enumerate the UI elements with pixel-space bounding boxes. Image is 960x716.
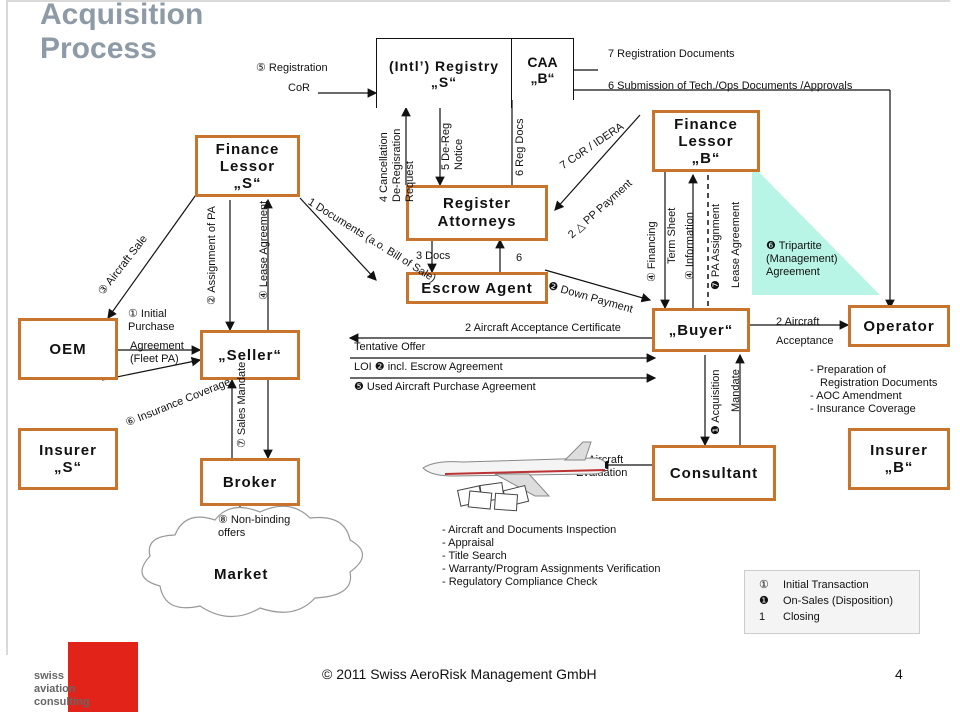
page-title: Acquisition Process — [40, 0, 203, 66]
reg-docs-label: 6 Reg Docs — [514, 118, 526, 176]
financing-label: ④ Financing — [646, 221, 658, 282]
inspection-item: - Title Search — [442, 550, 507, 562]
seller-label: „Seller“ — [218, 346, 282, 364]
oem-box[interactable]: OEM — [18, 318, 118, 380]
operator-task: - AOC Amendment — [810, 390, 902, 402]
cor-label: CoR — [288, 82, 311, 94]
market-label: Market — [214, 566, 269, 583]
seller-box[interactable]: „Seller“ — [200, 330, 300, 380]
insurer-s-label: Insurer „S“ — [39, 442, 97, 476]
submission-label: 6 Submission of Tech./Ops Documents /App… — [608, 80, 853, 92]
aircraft-image — [422, 441, 605, 497]
documents-stack-icon — [456, 481, 530, 512]
term-sheet-label: Term Sheet — [666, 207, 678, 264]
insurer-b-box[interactable]: Insurer „B“ — [848, 428, 950, 490]
logo-word: consulting — [34, 696, 90, 708]
consultant-label: Consultant — [669, 464, 759, 482]
registry-s-box[interactable]: (Intl’) Registry „S“ — [376, 38, 512, 108]
tentative-offer-label: Tentative Offer — [354, 341, 426, 353]
dereg-notice-label: 5 De-Reg Notice — [440, 122, 465, 170]
registration-label: ⑤ Registration — [256, 62, 328, 74]
operator-task: - Insurance Coverage — [810, 403, 916, 415]
finance-lessor-b-box[interactable]: Finance Lessor „B“ — [652, 110, 760, 172]
logo-word: swiss — [34, 670, 64, 682]
finance-lessor-b-label: Finance Lessor „B“ — [674, 115, 738, 167]
title-line1: Acquisition — [40, 0, 204, 31]
escrow-agent-label: Escrow Agent — [421, 279, 533, 297]
operator-task: Registration Documents — [820, 377, 938, 389]
tripartite-triangle — [752, 165, 880, 295]
assignment-pa-label: ② Assignment of PA — [206, 206, 218, 305]
logo-word: aviation — [34, 683, 76, 695]
inspection-item: - Aircraft and Documents Inspection — [442, 524, 617, 536]
information-label: ④ Information — [684, 212, 696, 280]
mandate-label: Mandate — [730, 369, 742, 412]
lease-agreement-b-label: Lease Agreement — [730, 201, 742, 288]
acquisition-label: ❶ Acquisition — [710, 369, 722, 435]
tripartite-label: ❻ Tripartite (Management) Agreement — [766, 240, 838, 278]
page-number: 4 — [895, 666, 903, 682]
acceptance-label: Acceptance — [776, 335, 834, 347]
market-cloud — [141, 505, 364, 618]
operator-tasks: - Preparation of Registration Documents … — [810, 364, 937, 416]
inspection-item: - Appraisal — [442, 537, 494, 549]
insurer-b-label: Insurer „B“ — [870, 442, 928, 476]
loi-label: LOI ❷ incl. Escrow Agreement — [354, 361, 503, 373]
inspection-item: - Warranty/Program Assignments Verificat… — [442, 563, 661, 575]
title-line2: Process — [40, 32, 157, 65]
escrow-agent-box[interactable]: Escrow Agent — [406, 272, 548, 304]
operator-label: Operator — [863, 317, 935, 335]
inspection-list: - Aircraft and Documents Inspection - Ap… — [442, 524, 660, 589]
broker-box[interactable]: Broker — [200, 458, 300, 506]
registry-s-label: (Intl’) Registry „S“ — [388, 57, 500, 90]
inspection-item: - Regulatory Compliance Check — [442, 576, 598, 588]
logo-red-square — [68, 642, 138, 712]
register-attorneys-label: Register Attorneys — [437, 195, 517, 230]
initial-purchase-label: ① Initial Purchase — [128, 308, 175, 333]
sales-mandate-label: ⑦ Sales Mandate — [236, 361, 248, 448]
three-docs-label: 3 Docs — [416, 250, 451, 262]
caa-b-box[interactable]: CAA „B“ — [512, 38, 574, 100]
register-attorneys-box[interactable]: Register Attorneys — [406, 185, 548, 241]
insurer-s-box[interactable]: Insurer „S“ — [18, 428, 118, 490]
six-label: 6 — [516, 252, 523, 264]
aircraft-acceptance-cert-label: 2 Aircraft Acceptance Certificate — [465, 322, 621, 334]
broker-label: Broker — [222, 473, 278, 491]
caa-b-label: CAA „B“ — [527, 53, 558, 86]
buyer-box[interactable]: „Buyer“ — [652, 308, 750, 352]
nonbinding-label: ⑧ Non-binding offers — [218, 514, 291, 539]
copyright: © 2011 Swiss AeroRisk Management GmbH — [322, 666, 597, 682]
pa-assignment-label: ❼ PA Assignment — [710, 203, 722, 290]
buyer-label: „Buyer“ — [668, 321, 734, 339]
title-frame — [6, 0, 950, 655]
operator-box[interactable]: Operator — [848, 305, 950, 347]
logo: swiss aviation consulting — [34, 642, 140, 712]
consultant-box[interactable]: Consultant — [652, 445, 776, 501]
lease-agreement-label: ④ Lease Agreement — [258, 200, 270, 300]
used-aircraft-label: ❺ Used Aircraft Purchase Agreement — [354, 381, 536, 393]
operator-task: - Preparation of — [810, 364, 886, 376]
reg-documents-label: 7 Registration Documents — [608, 48, 735, 60]
finance-lessor-s-box[interactable]: Finance Lessor „S“ — [195, 135, 300, 197]
finance-lessor-s-label: Finance Lessor „S“ — [215, 140, 280, 192]
two-aircraft-label: 2 Aircraft — [776, 316, 820, 328]
agreement-fleet-label: Agreement (Fleet PA) — [130, 340, 184, 365]
oem-label: OEM — [49, 340, 87, 358]
cancellation-label: 4 Cancellation De-Regisration Request — [378, 128, 416, 202]
